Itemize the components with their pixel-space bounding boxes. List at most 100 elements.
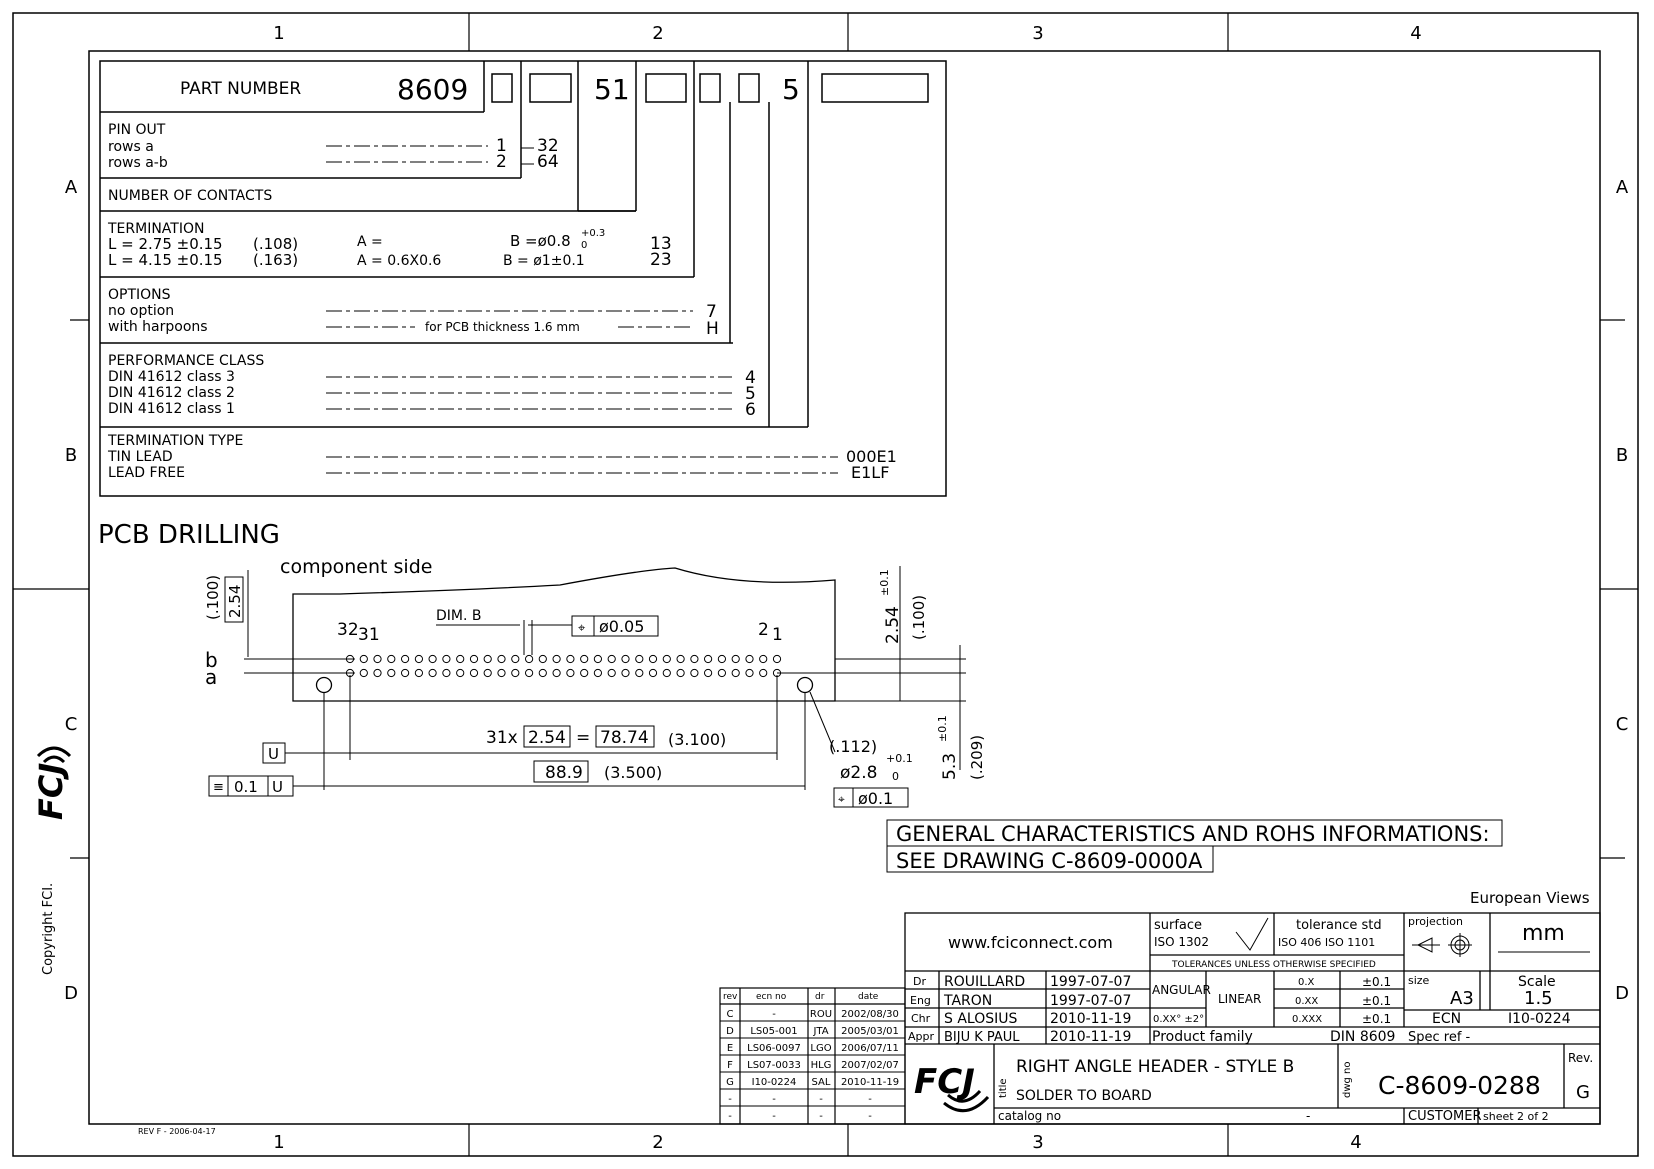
pinout-code-2: 2 — [496, 152, 507, 172]
pin-2-label: 2 — [758, 620, 769, 640]
revision-cell: LS07-0033 — [747, 1060, 801, 1071]
revision-cell: JTA — [812, 1026, 828, 1037]
name-chr: S ALOSIUS — [944, 1011, 1017, 1027]
rev-header-date: date — [858, 992, 879, 1002]
pcb-hole-row-b — [483, 654, 492, 664]
revision-cell: E — [727, 1043, 733, 1054]
pcb-left-254-box — [224, 576, 244, 623]
termination-l-1: L = 2.75 ±0.15 — [108, 235, 223, 253]
revision-cell: - — [728, 1111, 732, 1122]
pcb-hole-grid — [345, 654, 782, 678]
pcb-hole-row-b — [359, 654, 368, 664]
pcb-hole-row-b — [676, 654, 685, 664]
overall-inch: (3.500) — [604, 763, 662, 782]
mount-tol-bot: 0 — [892, 770, 899, 783]
name-dr: ROUILLARD — [944, 974, 1025, 990]
pcb-hole-row-b — [511, 654, 520, 664]
outer-frame — [12, 12, 1639, 1157]
tolerance-std-label: tolerance std — [1296, 918, 1382, 933]
revision-cell: 2005/03/01 — [841, 1026, 899, 1037]
mount-pos-value: ø0.1 — [858, 789, 893, 808]
linear-label: LINEAR — [1218, 992, 1261, 1006]
pcb-hole-row-a — [442, 668, 451, 678]
product-family-value: DIN 8609 — [1330, 1029, 1395, 1045]
flatness-value: 0.1 — [234, 778, 258, 796]
size-label: size — [1408, 974, 1430, 987]
right-254: 2.54 — [883, 606, 903, 644]
hole-tol-value: ø0.05 — [599, 617, 644, 636]
pcb-hole-row-b — [414, 654, 423, 664]
termination-l-2: L = 4.15 ±0.15 — [108, 251, 223, 269]
zone-col-4-top: 4 — [1410, 23, 1421, 44]
title-block-grid — [904, 912, 1601, 1125]
revision-note: REV F - 2006-04-17 — [138, 1127, 216, 1136]
fci-logo: FCJ — [914, 1062, 990, 1113]
pitch-box — [523, 725, 571, 748]
mounting-hole-left — [315, 676, 333, 694]
ecn-value: I10-0224 — [1508, 1011, 1571, 1027]
svg-text:FCJ: FCJ — [32, 763, 70, 820]
zone-col-4-bottom: 4 — [1350, 1132, 1361, 1153]
span-inch: (3.100) — [668, 730, 726, 749]
linear-fmt-1: 0.X — [1298, 977, 1315, 988]
zone-row-d-right: D — [1615, 983, 1629, 1004]
revision-cell: 2007/02/07 — [841, 1060, 899, 1071]
revision-cell: LGO — [810, 1043, 831, 1054]
title-label: title — [998, 1078, 1009, 1098]
pcb-hole-row-a — [387, 668, 396, 678]
revision-cell: 2010-11-19 — [841, 1077, 899, 1088]
revision-cell: F — [727, 1060, 733, 1071]
overall-box — [533, 760, 589, 783]
flatness-datum: U — [272, 778, 283, 796]
mount-tol-top: +0.1 — [886, 752, 913, 765]
pcb-title: PCB DRILLING — [98, 520, 280, 550]
hole-tol-frame — [571, 615, 659, 637]
pcb-hole-row-a — [580, 668, 589, 678]
pinout-code-1: 1 — [496, 136, 507, 156]
zone-dividers — [13, 13, 1638, 1156]
h53-tol: ±0.1 — [936, 715, 949, 742]
surface-check-icon — [1235, 917, 1269, 951]
pcb-hole-row-a — [401, 668, 410, 678]
revision-cell: G — [726, 1077, 734, 1088]
revision-cell: - — [772, 1111, 776, 1122]
ecn-label: ECN — [1432, 1011, 1461, 1027]
pcb-hole-row-b — [731, 654, 740, 664]
right-254-tol: ±0.1 — [878, 569, 891, 596]
pcb-hole-row-a — [759, 668, 768, 678]
zone-row-c-left: C — [65, 714, 78, 735]
pcb-hole-row-b — [373, 654, 382, 664]
pcb-hole-row-a — [359, 668, 368, 678]
linear-tol-2: ±0.1 — [1362, 994, 1391, 1008]
name-appr: BIJU K PAUL — [944, 1030, 1020, 1045]
revision-cell: - — [772, 1094, 776, 1105]
termination-type-title: TERMINATION TYPE — [107, 433, 243, 449]
pcb-hole-row-b — [469, 654, 479, 664]
pcb-hole-row-b — [552, 654, 561, 664]
performance-code-1: 4 — [745, 368, 756, 388]
pcb-hole-row-a — [648, 668, 658, 678]
pcb-hole-row-b — [717, 654, 727, 664]
termination-tol-top-1: +0.3 — [581, 228, 605, 239]
pcb-board-outline — [292, 567, 836, 702]
date-chr: 2010-11-19 — [1050, 1011, 1131, 1027]
right-inch: (.100) — [910, 595, 928, 640]
pcb-hole-row-a — [525, 668, 534, 678]
pcb-hole-row-a — [593, 668, 603, 678]
revision-cell: I10-0224 — [752, 1077, 797, 1088]
zone-row-a-left: A — [65, 177, 78, 198]
rev-header-rev: rev — [723, 992, 738, 1002]
pcb-hole-row-a — [635, 668, 644, 678]
pcb-hole-row-b — [580, 654, 589, 664]
pcb-hole-row-a — [745, 668, 754, 678]
revision-cell: ROU — [810, 1009, 832, 1020]
revision-cell: - — [819, 1111, 823, 1122]
zone-col-3-bottom: 3 — [1032, 1132, 1043, 1153]
options-row-2-note: for PCB thickness 1.6 mm — [425, 320, 580, 334]
pcb-hole-row-b — [401, 654, 410, 664]
catalog-value: - — [1306, 1109, 1310, 1123]
options-code-2: H — [706, 319, 719, 339]
termination-b-2: B = ø1±0.1 — [503, 253, 585, 269]
copyright-note: Copyright FCI. — [41, 883, 56, 975]
customer-label: CUSTOMER — [1408, 1109, 1481, 1124]
